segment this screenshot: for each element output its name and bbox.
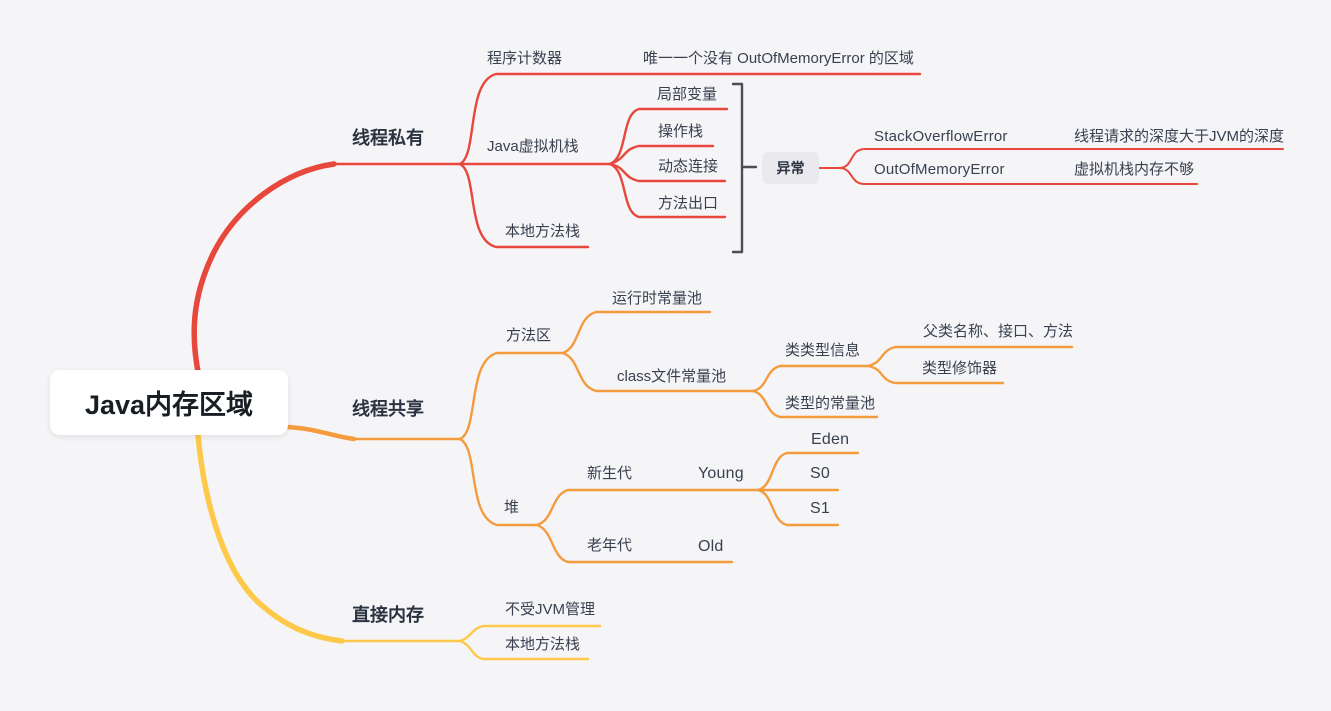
node-s0[interactable]: S0 xyxy=(810,465,830,482)
node-young-gen-en[interactable]: Young xyxy=(698,465,744,482)
root-node[interactable]: Java内存区域 xyxy=(50,370,288,435)
node-local-vars[interactable]: 局部变量 xyxy=(657,86,718,103)
node-exception-summary[interactable]: 异常 xyxy=(762,152,819,184)
node-young-gen[interactable]: 新生代 xyxy=(587,465,633,482)
node-jvm-stack[interactable]: Java虚拟机栈 xyxy=(487,138,579,155)
root-node-label: Java内存区域 xyxy=(84,390,254,420)
node-native-method-stack-top[interactable]: 本地方法栈 xyxy=(505,223,581,240)
node-exception-summary-label: 异常 xyxy=(776,160,805,176)
summary-bracket xyxy=(731,82,758,254)
node-stackoverflow-note[interactable]: 线程请求的深度大于JVM的深度 xyxy=(1074,128,1285,145)
node-superclass-interface-method[interactable]: 父类名称、接口、方法 xyxy=(923,323,1074,340)
node-old-gen-en[interactable]: Old xyxy=(698,538,724,555)
node-outofmemory-error[interactable]: OutOfMemoryError xyxy=(874,161,1005,178)
node-outofmemory-note[interactable]: 虚拟机栈内存不够 xyxy=(1074,161,1195,178)
node-not-managed-by-jvm[interactable]: 不受JVM管理 xyxy=(505,601,596,618)
node-method-exit[interactable]: 方法出口 xyxy=(658,195,719,212)
branch-red xyxy=(191,72,1284,380)
node-s1[interactable]: S1 xyxy=(810,500,830,517)
node-program-counter[interactable]: 程序计数器 xyxy=(487,50,563,67)
node-old-gen[interactable]: 老年代 xyxy=(587,537,633,554)
node-class-file-constant-pool[interactable]: class文件常量池 xyxy=(617,368,727,385)
node-stackoverflow-error[interactable]: StackOverflowError xyxy=(874,128,1008,145)
node-thread-private[interactable]: 线程私有 xyxy=(352,128,424,148)
node-class-type-info[interactable]: 类类型信息 xyxy=(785,342,861,359)
node-operand-stack[interactable]: 操作栈 xyxy=(658,123,704,140)
branch-yellow xyxy=(195,431,602,661)
node-type-modifier[interactable]: 类型修饰器 xyxy=(922,360,998,377)
node-runtime-constant-pool[interactable]: 运行时常量池 xyxy=(612,290,703,307)
branch-orange xyxy=(285,310,1074,564)
node-native-method-stack-bottom[interactable]: 本地方法栈 xyxy=(505,636,581,653)
node-eden[interactable]: Eden xyxy=(811,431,850,448)
node-thread-shared[interactable]: 线程共享 xyxy=(352,399,424,419)
node-program-counter-note[interactable]: 唯一一个没有 OutOfMemoryError 的区域 xyxy=(643,50,914,67)
node-heap[interactable]: 堆 xyxy=(504,499,520,516)
node-dynamic-link[interactable]: 动态连接 xyxy=(658,158,719,175)
node-type-constant-pool[interactable]: 类型的常量池 xyxy=(785,395,876,412)
node-direct-memory[interactable]: 直接内存 xyxy=(352,605,424,625)
node-method-area[interactable]: 方法区 xyxy=(506,327,552,344)
